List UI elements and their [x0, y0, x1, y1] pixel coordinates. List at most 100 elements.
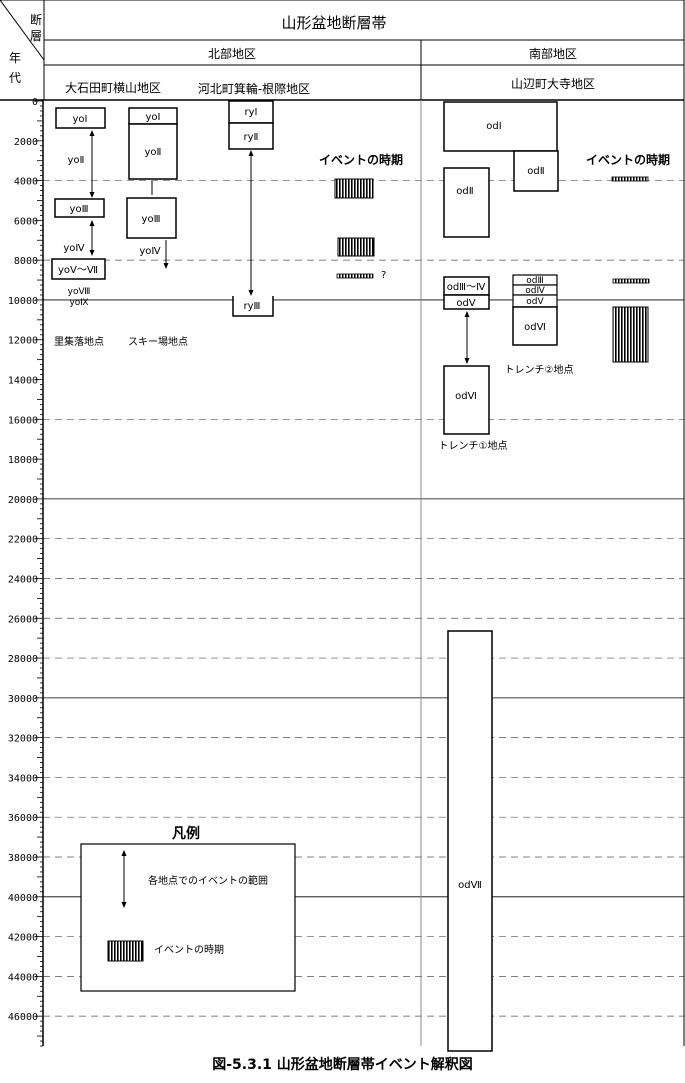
unit-label-yo8: yoⅧ — [68, 287, 91, 297]
axis-tick-label: 18000 — [8, 455, 38, 466]
unit-box-od2b — [513, 150, 559, 192]
unit-box-syo2 — [128, 123, 178, 180]
legend-box — [80, 843, 296, 992]
unit-label-yo9: yoⅨ — [69, 298, 88, 308]
unit-label-tod3: odⅢ — [526, 276, 543, 286]
axis-tick-label: 30000 — [8, 694, 38, 705]
figure-caption: 図-5.3.1 山形盆地断層帯イベント解釈図 — [212, 1057, 473, 1073]
axis-tick-label: 38000 — [8, 853, 38, 864]
unit-label-od2b: odⅡ — [527, 166, 544, 177]
corner-fault-label-2: 層 — [30, 29, 42, 43]
axis-tick-label: 40000 — [8, 893, 38, 904]
event-period-bar-1 — [334, 178, 374, 199]
header-title: 山形盆地断層帯 — [281, 14, 386, 32]
axis-tick-label: 26000 — [8, 614, 38, 625]
plot-frame — [42, 100, 685, 1046]
event-period-label-north: イベントの時期 — [319, 152, 403, 167]
unit-label-od5: odⅤ — [456, 298, 475, 309]
unit-box-od5 — [443, 294, 490, 310]
header-table: 断 層 年 代 山形盆地断層帯 北部地区 南部地区 大石田町横山地区 河北町箕輪… — [0, 0, 685, 101]
unit-label-syo2: yoⅡ — [145, 147, 162, 158]
yokoyama-village-column: yoⅠ yoⅡ yoⅢ yoⅣ yoⅤ～Ⅶ yoⅧ yoⅨ 里集落地点 — [51, 107, 106, 348]
axis-tick-label: 24000 — [8, 574, 38, 585]
axis-tick-label: 36000 — [8, 813, 38, 824]
corner-fault-label-1: 断 — [30, 12, 42, 27]
unit-box-syo3 — [126, 197, 177, 239]
unit-label-yo4: yoⅣ — [63, 243, 85, 254]
site-label-village: 里集落地点 — [54, 335, 104, 348]
legend: 凡例 各地点でのイベントの範囲 イベントの時期 — [80, 825, 296, 992]
unit-label-ry1: ryⅠ — [245, 107, 258, 118]
axis-tick-label: 12000 — [8, 336, 38, 347]
unit-label-ry2: ryⅡ — [244, 132, 259, 143]
south-event-bar-1 — [611, 176, 649, 182]
unit-box-od7 — [447, 630, 493, 1052]
unit-label-ry3: ryⅢ — [244, 301, 261, 312]
south-subarea: 山辺町大寺地区 — [511, 77, 595, 91]
axis-tick-label: 28000 — [8, 654, 38, 665]
unit-label-od2: odⅡ — [456, 186, 473, 197]
unit-label-syo3: yoⅢ — [142, 214, 161, 225]
legend-period-label: イベントの時期 — [154, 944, 224, 956]
unit-box-od2 — [443, 167, 490, 238]
axis-tick-label: 20000 — [8, 495, 38, 506]
corner-age-label-2: 代 — [9, 71, 21, 85]
event-period-bar-2 — [337, 237, 375, 257]
north-subarea-1: 大石田町横山地区 — [65, 81, 161, 95]
site-label-trench1: トレンチ①地点 — [439, 439, 508, 452]
axis-tick-label: 8000 — [14, 256, 38, 267]
site-label-ski: スキー場地点 — [128, 335, 188, 348]
unit-label-yo5-7: yoⅤ～Ⅶ — [58, 265, 98, 276]
axis-tick-label: 6000 — [14, 216, 38, 227]
unit-box-tod6 — [512, 306, 558, 346]
axis-tick-label: 34000 — [8, 773, 38, 784]
unit-label-od3-4: odⅢ～Ⅳ — [447, 282, 486, 293]
unit-box-yo5-7 — [51, 258, 106, 280]
axis-tick-label: 22000 — [8, 535, 38, 546]
axis-tick-label: 14000 — [8, 376, 38, 387]
unit-box-yo3 — [54, 198, 105, 218]
axis-tick-label: 46000 — [8, 1012, 38, 1023]
north-event-periods: イベントの時期 ? — [319, 152, 403, 281]
axis-tick-label: 44000 — [8, 972, 38, 983]
unit-label-od6: odⅥ — [455, 391, 477, 402]
age-gridlines — [43, 180, 684, 1017]
axis-tick-label: 42000 — [8, 933, 38, 944]
axis-tick-label: 16000 — [8, 415, 38, 426]
unit-box-od1 — [443, 101, 558, 152]
uncertain-marker: ? — [381, 270, 386, 281]
unit-label-syo4: yoⅣ — [139, 246, 161, 257]
south-region-label: 南部地区 — [529, 46, 577, 61]
unit-label-syo1: yoⅠ — [146, 112, 161, 123]
north-subarea-2: 河北町箕輪-根際地区 — [198, 81, 310, 96]
unit-label-tod4: odⅣ — [525, 286, 545, 296]
odera-trench2-column: odⅡ odⅢ odⅣ odⅤ odⅥ トレンチ②地点 — [505, 150, 574, 376]
minowa-column: ryⅠ ryⅡ ryⅢ — [228, 100, 274, 317]
odera-trench1-column: odⅠ odⅡ odⅢ～Ⅳ odⅤ odⅥ トレンチ①地点 odⅦ — [439, 101, 558, 1052]
south-event-periods: イベントの時期 — [586, 152, 670, 363]
north-region-label: 北部地区 — [208, 46, 256, 61]
event-period-label-south: イベントの時期 — [586, 152, 670, 167]
unit-label-yo2: yoⅡ — [68, 155, 85, 166]
unit-label-yo3: yoⅢ — [70, 204, 89, 215]
unit-label-tod6: odⅥ — [524, 322, 546, 333]
site-label-trench2: トレンチ②地点 — [505, 363, 574, 376]
unit-label-tod5: odⅤ — [526, 297, 544, 307]
corner-age-label-1: 年 — [9, 51, 21, 65]
unit-box-yo1 — [55, 107, 106, 129]
axis-tick-label: 32000 — [8, 734, 38, 745]
axis-tick-label: 2000 — [14, 137, 38, 148]
unit-label-od1: odⅠ — [486, 121, 501, 132]
axis-tick-label: 4000 — [14, 177, 38, 188]
legend-range-label: 各地点でのイベントの範囲 — [148, 874, 268, 887]
age-axis: 0 2000 4000 6000 8000 10000 12000 14000 16000 180… — [8, 97, 43, 1047]
axis-tick-label: 0 — [32, 97, 38, 108]
event-period-bar-3 — [336, 273, 374, 279]
axis-tick-label: 10000 — [8, 296, 38, 307]
south-event-bar-3 — [612, 306, 649, 363]
unit-label-yo1: yoⅠ — [73, 114, 88, 125]
unit-box-od6 — [443, 365, 490, 435]
legend-title: 凡例 — [172, 825, 200, 842]
legend-period-swatch — [107, 940, 144, 962]
